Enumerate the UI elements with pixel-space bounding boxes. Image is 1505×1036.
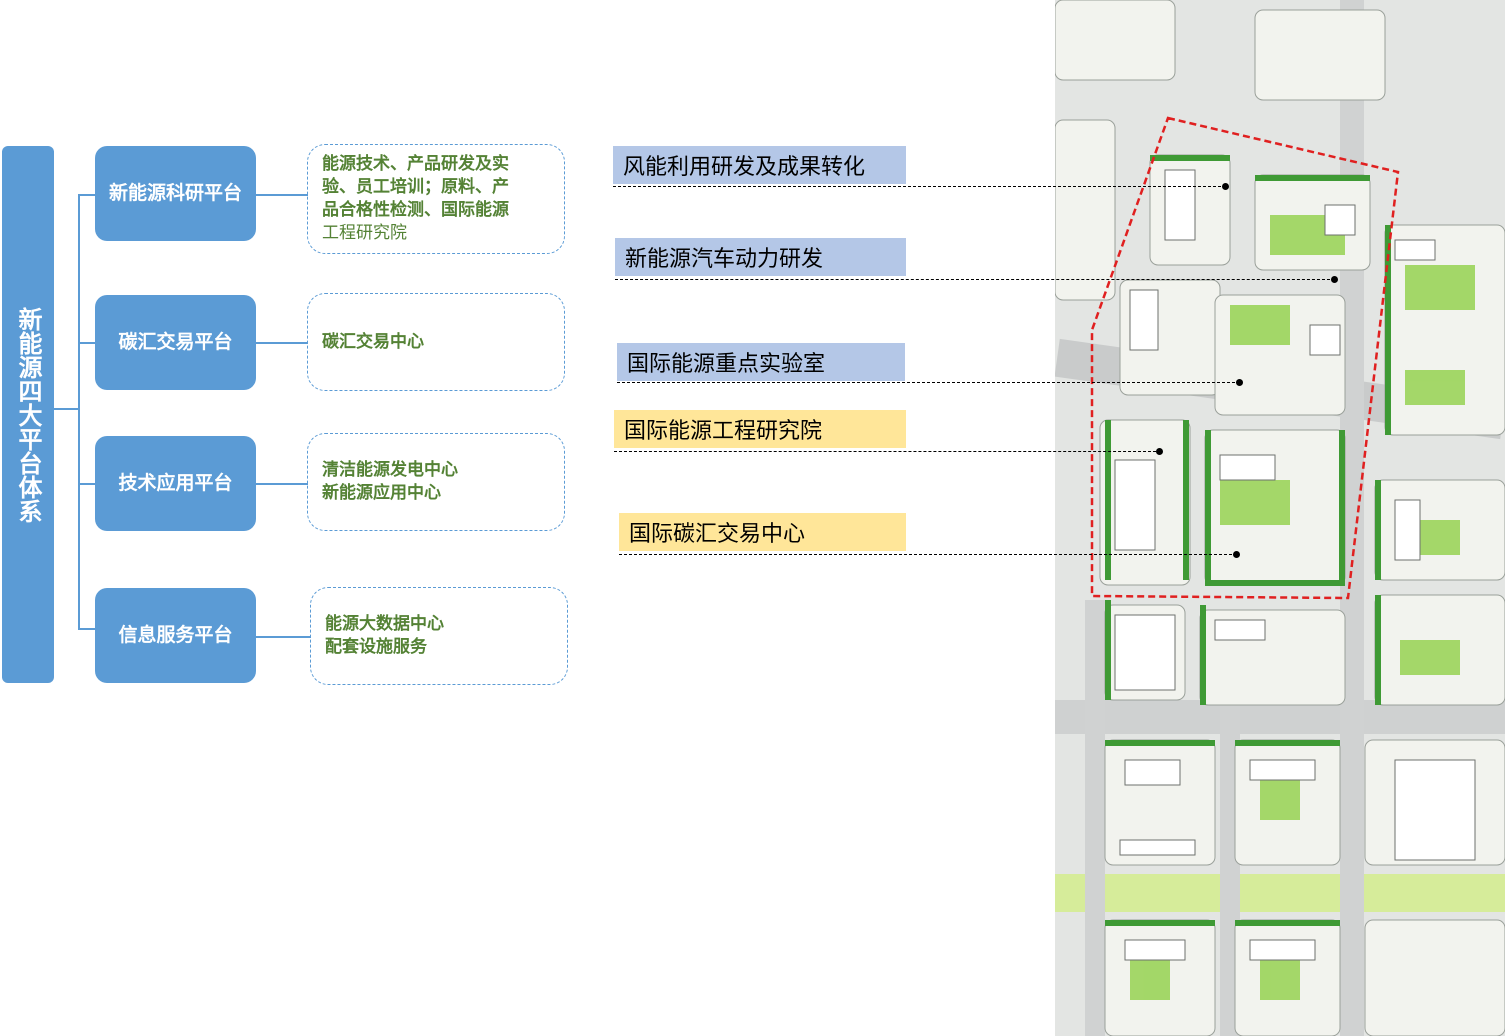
platform-tech-application-label: 技术应用平台: [118, 472, 233, 494]
callout-carbon-exchange-text: 国际碳汇交易中心: [629, 522, 806, 547]
leader-dot-wind-rnd: [1222, 183, 1229, 190]
root-connector: [54, 408, 79, 410]
desc-carbon-trade-line-1: 碳汇交易中心: [322, 331, 424, 352]
platform-research-label: 新能源科研平台: [108, 182, 242, 204]
leader-line-ev-power: [615, 279, 1335, 280]
desc-tech-application-line-1: 清洁能源发电中心: [322, 460, 458, 480]
desc-connector-3: [256, 483, 308, 485]
platform-tech-application: 技术应用平台: [95, 436, 256, 531]
platform-carbon-trade: 碳汇交易平台: [95, 295, 256, 390]
desc-research: 能源技术、产品研发及实 验、员工培训；原料、产 品合格性检测、国际能源 工程研究…: [307, 144, 565, 254]
leader-dot-engineering-institute: [1156, 448, 1163, 455]
desc-research-line-3: 品合格性检测、国际能源: [322, 200, 509, 220]
tree-trunk: [78, 194, 80, 629]
platform-carbon-trade-label: 碳汇交易平台: [118, 331, 233, 353]
callout-wind-rnd: 风能利用研发及成果转化: [613, 146, 906, 184]
branch-2: [78, 342, 95, 344]
callout-key-lab: 国际能源重点实验室: [617, 343, 905, 381]
desc-carbon-trade: 碳汇交易中心: [307, 293, 565, 391]
callout-wind-rnd-text: 风能利用研发及成果转化: [623, 155, 866, 180]
desc-tech-application-line-2: 新能源应用中心: [322, 483, 441, 503]
branch-4: [78, 628, 95, 630]
leader-line-wind-rnd: [613, 186, 1226, 187]
callout-ev-power-text: 新能源汽车动力研发: [625, 247, 824, 272]
leader-line-carbon-exchange: [619, 554, 1237, 555]
desc-info-service: 能源大数据中心 配套设施服务: [310, 587, 568, 685]
desc-connector-2: [256, 342, 308, 344]
leader-dot-carbon-exchange: [1233, 551, 1240, 558]
leader-dot-key-lab: [1236, 379, 1243, 386]
desc-connector-1: [256, 194, 308, 196]
desc-research-line-1: 能源技术、产品研发及实: [322, 154, 509, 174]
desc-tech-application: 清洁能源发电中心 新能源应用中心: [307, 433, 565, 531]
desc-research-line-2: 验、员工培训；原料、产: [322, 177, 509, 197]
branch-1: [78, 194, 95, 196]
desc-connector-4: [256, 636, 311, 638]
leader-line-key-lab: [617, 382, 1240, 383]
callout-engineering-institute: 国际能源工程研究院: [614, 410, 906, 448]
callout-carbon-exchange: 国际碳汇交易中心: [619, 513, 906, 551]
site-plan-map: [1055, 0, 1505, 1036]
root-node: 新能源四大平台体系: [2, 146, 54, 683]
platform-info-service-label: 信息服务平台: [118, 624, 233, 646]
branch-3: [78, 483, 95, 485]
leader-line-engineering-institute: [614, 451, 1161, 452]
desc-info-service-line-2: 配套设施服务: [325, 637, 427, 657]
callout-ev-power: 新能源汽车动力研发: [615, 238, 906, 276]
callout-engineering-institute-text: 国际能源工程研究院: [624, 419, 823, 444]
callout-key-lab-text: 国际能源重点实验室: [627, 352, 826, 377]
leader-dot-ev-power: [1331, 276, 1338, 283]
platform-research: 新能源科研平台: [95, 146, 256, 241]
root-label: 新能源四大平台体系: [14, 306, 42, 523]
platform-info-service: 信息服务平台: [95, 588, 256, 683]
desc-research-line-4: 工程研究院: [322, 223, 407, 243]
desc-info-service-line-1: 能源大数据中心: [325, 614, 444, 634]
